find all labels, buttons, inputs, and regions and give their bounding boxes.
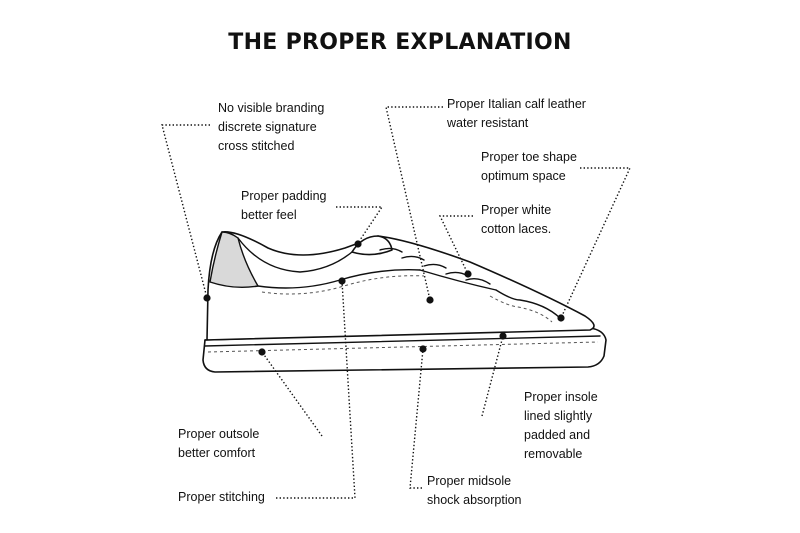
laces-dot xyxy=(464,270,472,278)
callout-midsole-line-1: Proper midsole xyxy=(427,474,512,488)
laces-leader xyxy=(438,215,473,273)
quarter-stitch xyxy=(261,275,425,295)
callout-laces-line-2: cotton laces. xyxy=(481,222,552,236)
callout-midsole-line-2: shock absorption xyxy=(427,493,522,507)
midsole-dot xyxy=(419,345,427,353)
midsole-leader xyxy=(409,348,424,489)
callout-toe-line-1: Proper toe shape xyxy=(481,150,577,164)
callout-midsole: Proper midsole shock absorption xyxy=(427,472,522,510)
diagram-title: THE PROPER EXPLANATION xyxy=(228,30,572,55)
sole-top-line xyxy=(204,335,601,347)
callout-padding-line-1: Proper padding xyxy=(241,189,327,203)
callout-insole-line-1: Proper insole xyxy=(524,390,598,404)
branding-leader xyxy=(161,124,210,299)
leather-leader xyxy=(385,106,443,301)
toe-cap-line xyxy=(495,289,561,319)
callout-stitching: Proper stitching xyxy=(178,488,265,507)
callout-toe: Proper toe shape optimum space xyxy=(481,148,577,186)
callout-stitching-line-1: Proper stitching xyxy=(178,490,265,504)
stitching-dot xyxy=(338,277,346,285)
callout-dots xyxy=(203,240,565,356)
outsole-leader xyxy=(261,351,323,437)
insole-leader xyxy=(481,335,504,417)
padding-leader xyxy=(336,206,384,241)
callout-branding-line-1: No visible branding xyxy=(218,101,325,115)
toe-dot xyxy=(557,314,565,322)
shoe-upper xyxy=(204,231,595,341)
callout-insole-line-3: padded and xyxy=(524,428,591,442)
callout-outsole-line-1: Proper outsole xyxy=(178,427,260,441)
callout-outsole-line-2: better comfort xyxy=(178,446,256,460)
callout-outsole: Proper outsole better comfort xyxy=(178,425,259,463)
callout-padding: Proper padding better feel xyxy=(241,187,326,225)
callout-insole: Proper insole lined slightly padded and … xyxy=(524,388,598,464)
callout-insole-line-4: removable xyxy=(524,447,583,461)
stitching-leader xyxy=(276,280,356,499)
sole-stitch-line xyxy=(207,341,599,353)
insole-dot xyxy=(499,332,507,340)
callout-padding-line-2: better feel xyxy=(241,208,297,222)
vamp-line xyxy=(419,269,497,291)
sneaker-illustration xyxy=(202,231,607,373)
callout-leather-line-1: Proper Italian calf leather xyxy=(447,97,586,111)
callout-laces: Proper white cotton laces. xyxy=(481,201,551,239)
callout-insole-line-2: lined slightly xyxy=(524,409,593,423)
callout-laces-line-1: Proper white xyxy=(481,203,552,217)
callout-leather: Proper Italian calf leather water resist… xyxy=(447,95,586,133)
outsole-dot xyxy=(258,348,266,356)
toe-cap-stitch xyxy=(489,295,553,323)
callout-branding: No visible branding discrete signature c… xyxy=(218,99,324,156)
toe-leader xyxy=(560,167,632,319)
leather-dot xyxy=(426,296,434,304)
callout-branding-line-2: discrete signature xyxy=(218,120,317,134)
callout-branding-line-3: cross stitched xyxy=(218,139,295,153)
callout-toe-line-2: optimum space xyxy=(481,169,566,183)
branding-dot xyxy=(203,294,211,302)
leader-lines xyxy=(161,106,632,499)
collar-line xyxy=(237,237,353,273)
callout-leather-line-2: water resistant xyxy=(447,116,529,130)
padding-dot xyxy=(354,240,362,248)
